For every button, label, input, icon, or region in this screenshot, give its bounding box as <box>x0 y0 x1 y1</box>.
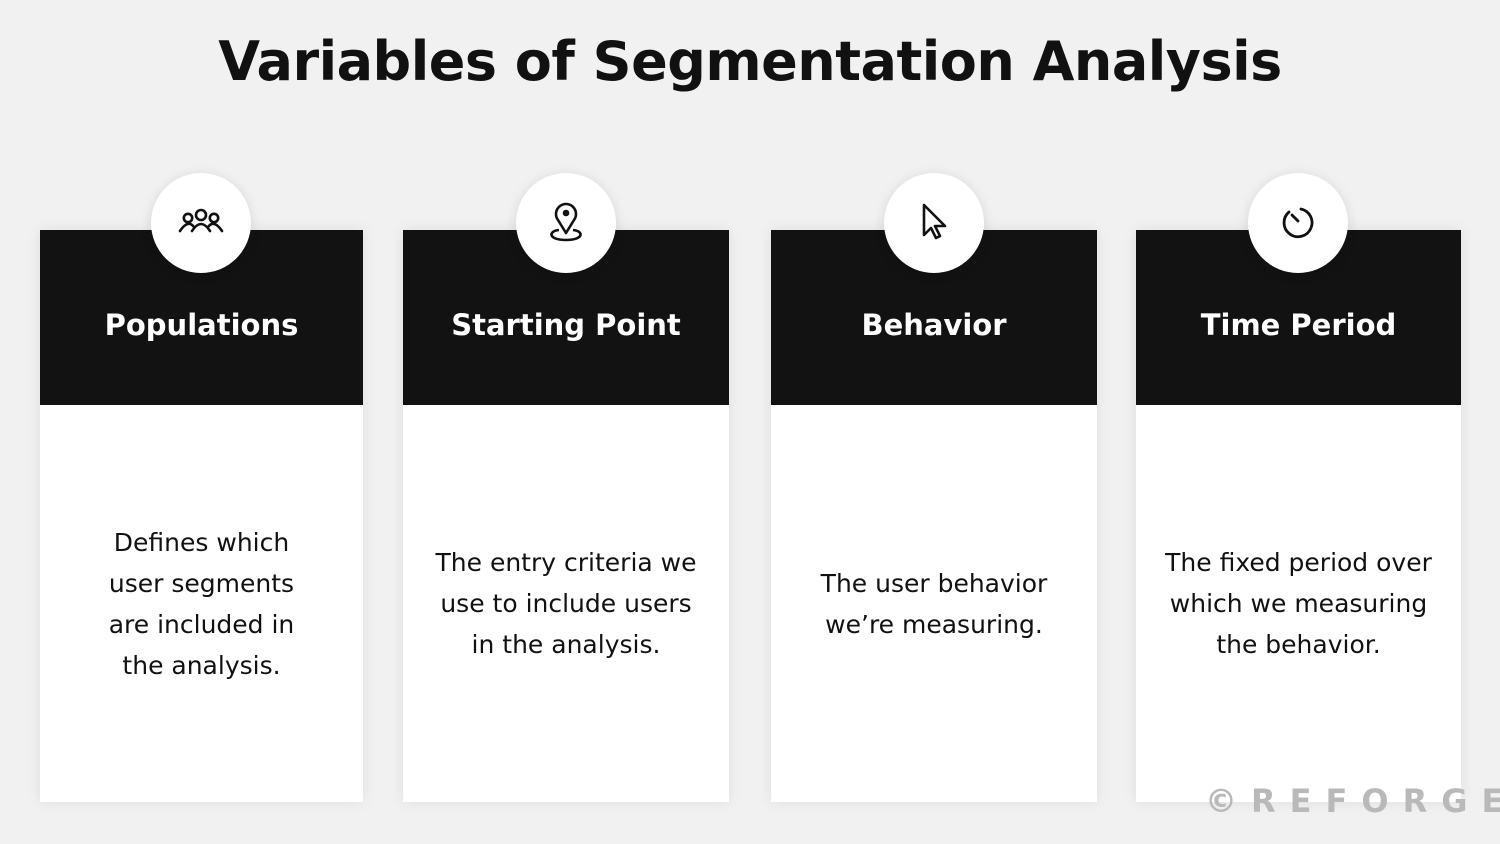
icon-badge <box>884 173 984 273</box>
card-starting-point: Starting Point The entry criteria we use… <box>403 230 729 802</box>
timer-icon <box>1282 207 1314 239</box>
page-title: Variables of Segmentation Analysis <box>218 30 1282 93</box>
card-populations: Populations Defines which user segments … <box>40 230 363 802</box>
card-body: The entry criteria we use to include use… <box>403 405 729 802</box>
card-heading: Behavior <box>861 307 1007 342</box>
card-header: Time Period <box>1136 230 1461 405</box>
icon-badge <box>1248 173 1348 273</box>
card-behavior: Behavior The user behavior we’re measuri… <box>771 230 1097 802</box>
icon-badge <box>151 173 251 273</box>
card-description: The fixed period over which we measuring… <box>1165 548 1432 659</box>
card-body: Defines which user segments are included… <box>40 405 363 802</box>
people-group-icon <box>178 208 224 233</box>
card-time-period: Time Period The fixed period over which … <box>1136 230 1461 802</box>
card-description: The user behavior we’re measuring. <box>820 568 1048 639</box>
reforge-watermark: ©REFORGE <box>1205 782 1500 820</box>
card-description: The entry criteria we use to include use… <box>435 548 697 659</box>
icon-badge <box>516 173 616 273</box>
card-heading: Time Period <box>1200 307 1397 342</box>
card-body: The user behavior we’re measuring. <box>771 405 1097 802</box>
card-heading: Populations <box>104 307 299 342</box>
card-description: Defines which user segments are included… <box>108 527 295 680</box>
card-body: The fixed period over which we measuring… <box>1136 405 1461 802</box>
cursor-arrow-icon <box>922 203 947 240</box>
map-pin-icon <box>550 202 582 242</box>
card-header: Starting Point <box>403 230 729 405</box>
card-heading: Starting Point <box>451 307 681 342</box>
